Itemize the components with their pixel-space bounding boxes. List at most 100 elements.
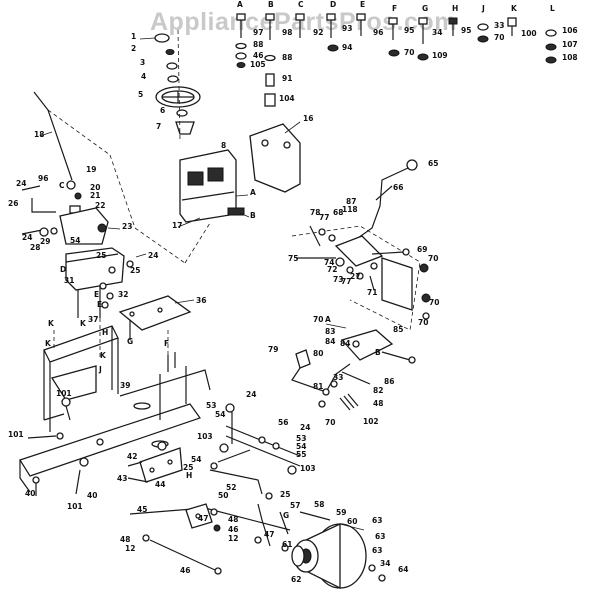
- part-number-label: 53: [296, 434, 306, 443]
- main-frame: [19, 318, 211, 493]
- part-number-label: 86: [384, 377, 394, 386]
- part-number-label: 103: [197, 432, 213, 441]
- part-number-label: K: [511, 4, 518, 13]
- part-number-label: 73: [333, 275, 343, 284]
- part-number-label: 56: [278, 418, 288, 427]
- part-number-label: 34: [432, 28, 442, 37]
- part-number-label: 108: [562, 53, 578, 62]
- part-number-label: 82: [373, 386, 383, 395]
- part-number-label: 47: [198, 514, 208, 523]
- part-number-label: 16: [303, 114, 313, 123]
- bolt-k-icon: [507, 17, 517, 36]
- part-number-label: B: [268, 0, 274, 9]
- part-number-label: 87: [346, 197, 356, 206]
- part-number-label: 109: [432, 51, 448, 60]
- part-number-label: 62: [291, 575, 301, 584]
- part-number-label: 71: [367, 288, 377, 297]
- part-number-label: 63: [372, 516, 382, 525]
- part-number-label: J: [98, 365, 102, 374]
- part-number-label: 103: [300, 464, 316, 473]
- part-number-label: 18: [34, 130, 44, 139]
- part-number-label: 77: [319, 213, 329, 222]
- part-number-label: 48: [120, 535, 130, 544]
- part-number-label: 46: [253, 51, 263, 60]
- part-number-label: K: [48, 319, 55, 328]
- watermark: AppliancePartsPros.com: [150, 8, 457, 36]
- part-number-label: 25: [280, 490, 290, 499]
- part-number-label: 55: [296, 450, 306, 459]
- steering-wheel-assembly: [139, 29, 201, 141]
- part-number-label: 4: [141, 72, 146, 81]
- part-number-label: 70: [418, 318, 428, 327]
- part-number-label: K: [80, 319, 87, 328]
- part-number-label: K: [100, 351, 107, 360]
- part-number-label: 48: [373, 399, 383, 408]
- part-number-label: 78: [310, 208, 320, 217]
- part-number-label: G: [283, 511, 289, 520]
- part-number-label: 26: [8, 199, 18, 208]
- part-number-label: G: [127, 337, 133, 346]
- plate-36: [118, 295, 195, 340]
- bolt-f-icon: [388, 17, 400, 57]
- part-number-label: 98: [282, 28, 292, 37]
- part-number-label: 46: [180, 566, 190, 575]
- part-number-label: 34: [380, 559, 390, 568]
- part-number-label: 12: [125, 544, 135, 553]
- part-number-label: 31: [64, 276, 74, 285]
- part-number-label: 84: [340, 339, 350, 348]
- lower-left-hardware: [27, 397, 104, 496]
- part-number-label: 95: [404, 26, 414, 35]
- part-number-label: 50: [218, 491, 228, 500]
- wheel-tire: [291, 522, 386, 590]
- part-number-label: A: [237, 0, 243, 9]
- part-number-label: 43: [117, 474, 127, 483]
- part-number-label: D: [330, 0, 336, 9]
- part-number-label: 107: [562, 40, 578, 49]
- part-number-label: 24: [22, 233, 32, 242]
- part-number-label: F: [392, 4, 397, 13]
- part-number-label: 23: [122, 222, 132, 231]
- part-number-label: 63: [375, 532, 385, 541]
- part-number-label: B: [250, 211, 256, 220]
- part-number-label: 70: [494, 33, 504, 42]
- part-number-label: F: [164, 339, 169, 348]
- part-number-label: K: [45, 339, 52, 348]
- bolt-g-icon: [417, 17, 429, 61]
- part-number-label: 54: [215, 410, 225, 419]
- part-number-label: 84: [325, 337, 335, 346]
- part-number-label: 48: [228, 515, 238, 524]
- part-number-label: 72: [327, 265, 337, 274]
- part-number-label: 42: [127, 452, 137, 461]
- part-number-label: 36: [196, 296, 206, 305]
- dash-console: [177, 149, 250, 228]
- part-number-label: 93: [342, 24, 352, 33]
- part-number-label: 7: [156, 122, 161, 131]
- part-number-label: 24: [16, 179, 26, 188]
- part-number-label: 65: [428, 159, 438, 168]
- part-number-label: 101: [8, 430, 24, 439]
- part-number-label: 80: [313, 349, 323, 358]
- part-number-label: 70: [313, 315, 323, 324]
- part-number-label: 88: [253, 40, 263, 49]
- part-number-label: 17: [172, 221, 182, 230]
- part-number-label: 28: [30, 243, 40, 252]
- housing-31: [65, 247, 147, 318]
- part-number-label: A: [250, 188, 256, 197]
- part-number-label: 85: [393, 325, 403, 334]
- nut-j-icon: [477, 23, 489, 43]
- bolt-a-icon: [235, 13, 247, 68]
- part-number-label: 96: [38, 174, 48, 183]
- part-number-label: 70: [404, 48, 414, 57]
- part-number-label: 70: [325, 418, 335, 427]
- part-number-label: 27: [350, 272, 360, 281]
- part-number-label: 61: [282, 540, 292, 549]
- part-number-label: 46: [228, 525, 238, 534]
- pedal-linkage: [291, 323, 416, 411]
- bolt-c-icon: [295, 13, 305, 38]
- part-number-label: 22: [95, 201, 105, 210]
- part-number-label: 25: [96, 251, 106, 260]
- long-rods: [129, 469, 291, 575]
- hardware-legend: [235, 13, 557, 107]
- bolt-h-icon: [448, 17, 458, 36]
